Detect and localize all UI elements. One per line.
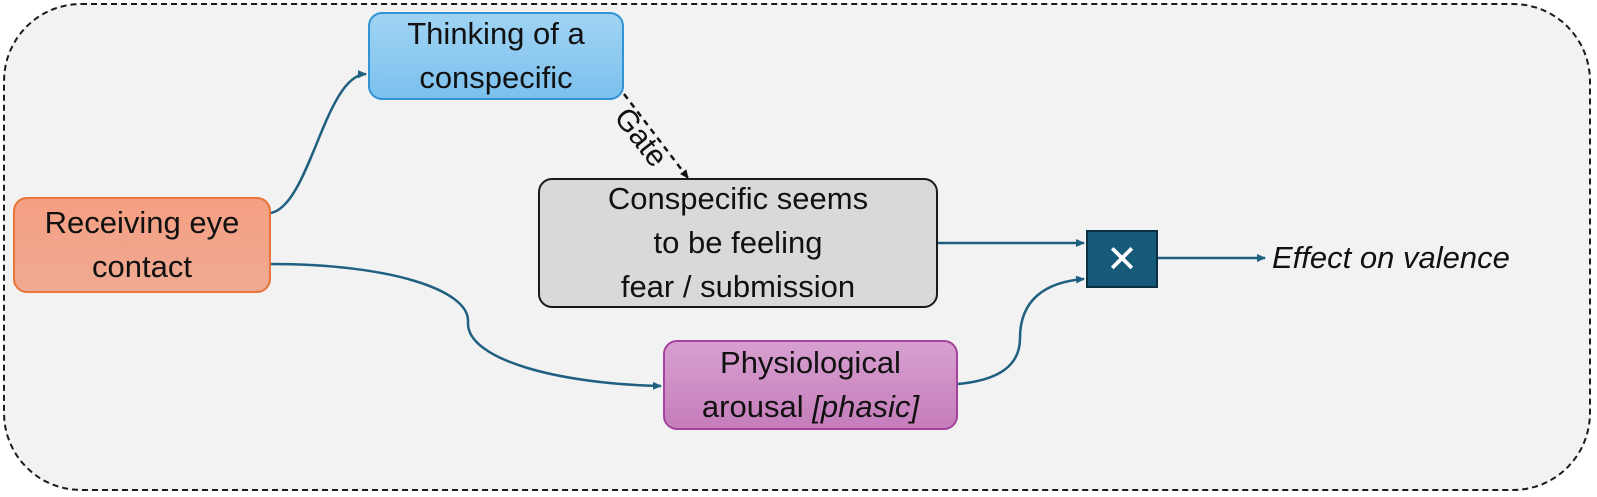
node-label-line: Thinking of a [407,16,585,51]
node-label-line: Physiological [720,345,901,380]
node-physiological-arousal: Physiological arousal [phasic] [663,340,958,430]
output-label: Effect on valence [1272,240,1510,275]
arousal-prefix: arousal [701,389,813,424]
edge-arousal-to-operator [957,275,1085,386]
node-label-line: arousal [phasic] [702,385,919,429]
edge-eye-to-arousal [270,262,662,390]
edge-eye-to-thinking [270,70,367,215]
arousal-phasic-tag: [phasic] [812,389,920,424]
node-label-line: to be feeling [653,225,823,260]
node-label-line: fear / submission [620,269,856,304]
node-label-line: Conspecific seems [607,181,869,216]
node-label-line: conspecific [419,60,573,95]
edge-gate [623,93,689,179]
node-label-line: contact [92,249,192,284]
node-receiving-eye-contact: Receiving eye contact [13,197,271,293]
node-thinking-of-conspecific: Thinking of a conspecific [368,12,624,100]
multiply-icon: ✕ [1106,237,1138,281]
node-conspecific-feeling: Conspecific seems to be feeling fear / s… [538,178,938,308]
node-label-line: Receiving eye [44,205,240,240]
multiply-operator: ✕ [1086,230,1158,288]
